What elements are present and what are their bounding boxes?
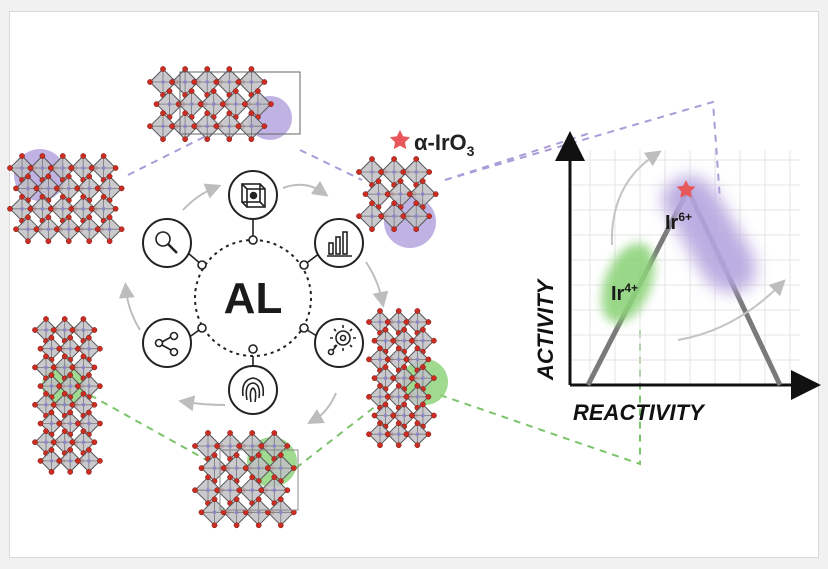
crystal-structure-iro3: [356, 156, 439, 248]
center-label: AL: [224, 274, 283, 323]
crystal-structure-left: [32, 316, 103, 475]
molecule-graph-icon: [142, 318, 192, 368]
crystal-structure-bottom: [192, 430, 297, 529]
svg-text:α-IrO3: α-IrO3: [414, 130, 475, 159]
target-star-icon: [676, 180, 696, 198]
compound-name: α-IrO: [414, 130, 467, 155]
bar-chart-icon: [314, 218, 364, 268]
compound-label: α-IrO3: [389, 130, 475, 159]
crystal-structure-top: [147, 66, 292, 143]
y-axis-title: ACTIVITY: [533, 277, 558, 381]
x-axis-title: REACTIVITY: [573, 400, 706, 425]
ir4-region: [601, 243, 655, 323]
volcano-plot: Ir4+ Ir6+ ACTIVITY REACTIVITY: [533, 131, 821, 425]
compound-subscript: 3: [467, 143, 475, 159]
fingerprint-icon: [228, 365, 278, 415]
ir6-label: Ir6+: [665, 210, 692, 234]
crystal-structure-right: [366, 308, 448, 449]
star-icon: [389, 130, 411, 150]
cycle-ring: [194, 239, 312, 357]
crystal-structures: [7, 66, 448, 529]
active-learning-cycle: AL: [118, 170, 389, 424]
ir4-label: Ir4+: [611, 281, 638, 305]
magnifier-icon: [142, 218, 192, 268]
ir6-region: [660, 175, 756, 293]
crystal-structure-upper-left: [7, 149, 125, 245]
